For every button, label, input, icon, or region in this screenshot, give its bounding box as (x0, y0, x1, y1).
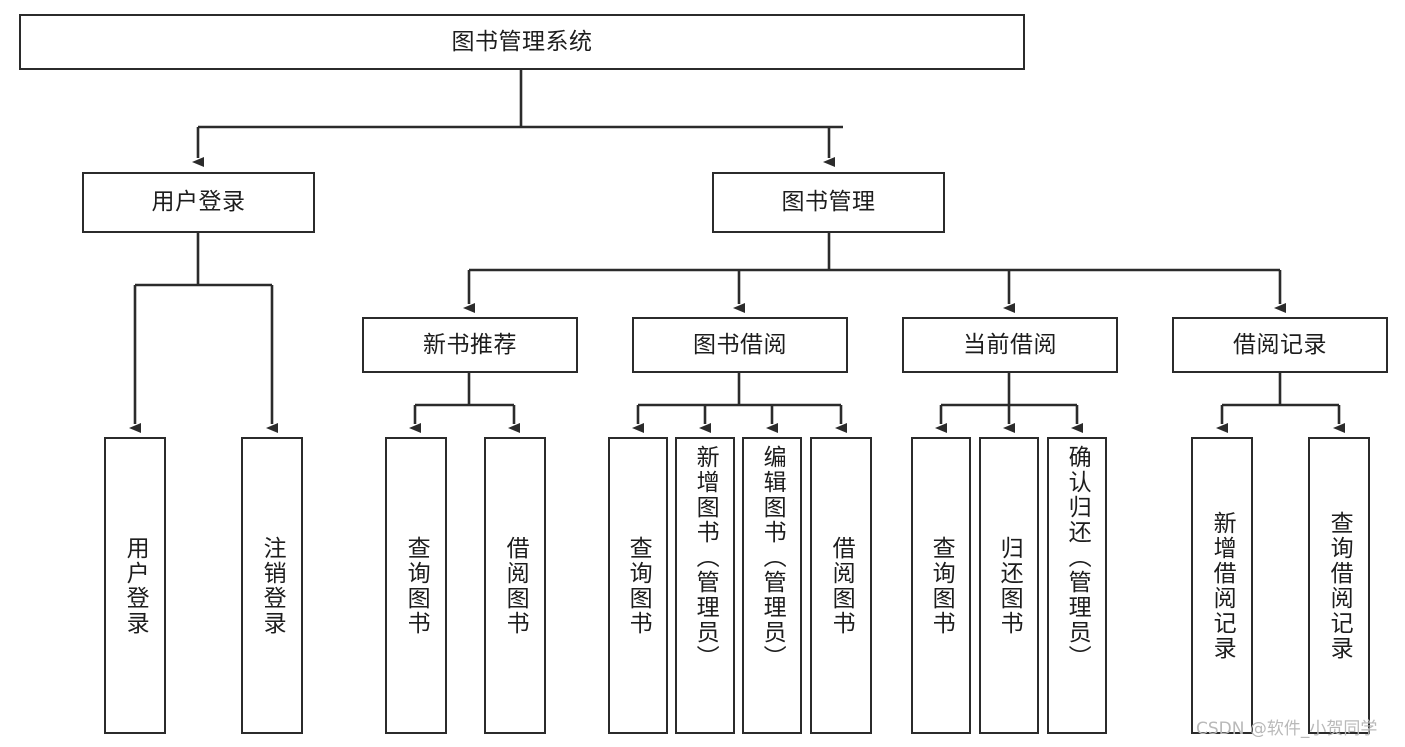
leaf-add-record-label: 新增借阅记录 (1209, 510, 1236, 661)
leaf-borrow-book-1-label: 借阅图书 (502, 535, 529, 636)
node-new-book-recommend[interactable]: 新书推荐 (362, 317, 578, 373)
leaf-query-book-1[interactable]: 查询图书 (385, 437, 447, 734)
node-borrow-record-label: 借阅记录 (1233, 331, 1327, 358)
leaf-edit-book[interactable]: 编辑图书（管理员） (742, 437, 802, 734)
leaf-borrow-book-2[interactable]: 借阅图书 (810, 437, 872, 734)
leaf-query-book-1-label: 查询图书 (403, 535, 430, 636)
node-current-borrow-label: 当前借阅 (963, 331, 1057, 358)
leaf-add-record[interactable]: 新增借阅记录 (1191, 437, 1253, 734)
leaf-query-book-2-label: 查询图书 (625, 535, 652, 636)
leaf-add-book-label: 新增图书（管理员） (692, 445, 719, 670)
node-book-manage-label: 图书管理 (781, 189, 876, 216)
leaf-return-book[interactable]: 归还图书 (979, 437, 1039, 734)
leaf-confirm-return[interactable]: 确认归还（管理员） (1047, 437, 1107, 734)
leaf-query-record-label: 查询借阅记录 (1326, 510, 1353, 661)
leaf-query-book-2[interactable]: 查询图书 (608, 437, 668, 734)
leaf-return-book-label: 归还图书 (996, 535, 1023, 636)
node-user-login-label: 用户登录 (151, 189, 246, 216)
leaf-confirm-return-label: 确认归还（管理员） (1064, 445, 1091, 670)
leaf-logout-label: 注销登录 (259, 535, 286, 636)
leaf-add-book[interactable]: 新增图书（管理员） (675, 437, 735, 734)
node-book-borrow[interactable]: 图书借阅 (632, 317, 848, 373)
watermark: CSDN @软件_小贺同学 (1196, 719, 1378, 739)
leaf-user-login-label: 用户登录 (122, 535, 149, 636)
leaf-user-login[interactable]: 用户登录 (104, 437, 166, 734)
node-borrow-record[interactable]: 借阅记录 (1172, 317, 1388, 373)
leaf-query-book-3-label: 查询图书 (928, 535, 955, 636)
node-new-book-recommend-label: 新书推荐 (423, 331, 517, 358)
leaf-borrow-book-2-label: 借阅图书 (828, 535, 855, 636)
node-book-manage[interactable]: 图书管理 (712, 172, 945, 233)
node-root-label: 图书管理系统 (451, 28, 593, 55)
node-user-login[interactable]: 用户登录 (82, 172, 315, 233)
leaf-logout[interactable]: 注销登录 (241, 437, 303, 734)
leaf-query-record[interactable]: 查询借阅记录 (1308, 437, 1370, 734)
node-current-borrow[interactable]: 当前借阅 (902, 317, 1118, 373)
node-book-borrow-label: 图书借阅 (693, 331, 787, 358)
leaf-borrow-book-1[interactable]: 借阅图书 (484, 437, 546, 734)
leaf-query-book-3[interactable]: 查询图书 (911, 437, 971, 734)
leaf-edit-book-label: 编辑图书（管理员） (759, 445, 786, 670)
node-root[interactable]: 图书管理系统 (19, 14, 1025, 70)
